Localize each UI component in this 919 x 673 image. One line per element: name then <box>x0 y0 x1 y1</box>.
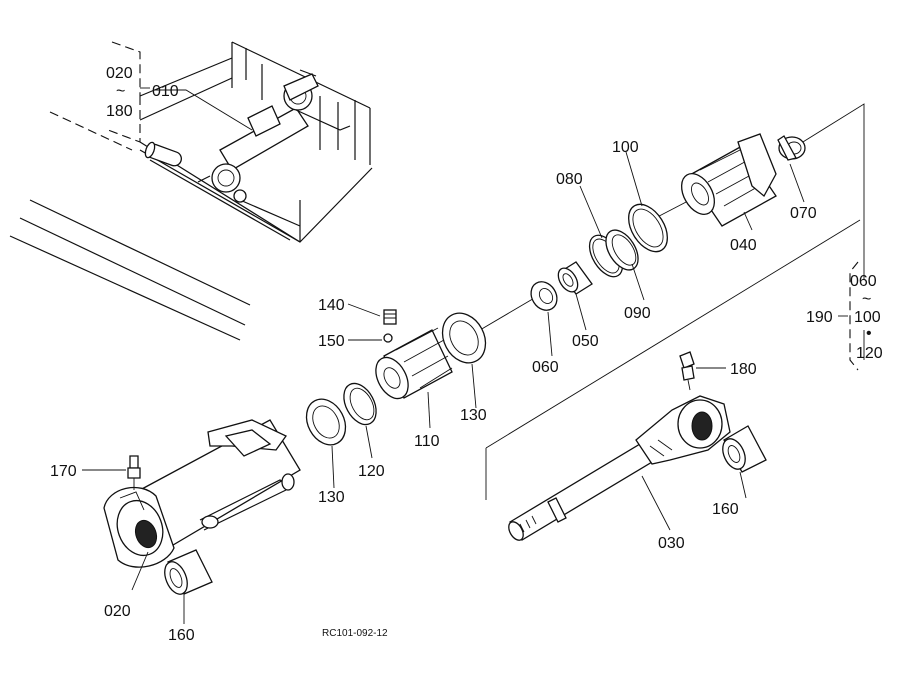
part-150-ball[interactable] <box>383 333 393 343</box>
assembly-bracket-line <box>789 103 865 360</box>
label-group-120: 120 <box>856 345 883 362</box>
label-060: 060 <box>532 359 559 376</box>
label-110: 110 <box>414 433 440 450</box>
label-030: 030 <box>658 535 685 552</box>
part-160-bushing-right[interactable] <box>718 425 767 473</box>
tractor-frame-inset <box>9 41 373 341</box>
leader-lines <box>82 87 859 624</box>
label-010: 010 <box>152 83 179 100</box>
label-group-dot: • <box>866 325 872 342</box>
label-170: 170 <box>50 463 77 480</box>
part-020-cylinder-tube[interactable] <box>103 419 301 568</box>
part-090-backup-ring[interactable] <box>599 224 644 275</box>
part-100-o-ring[interactable] <box>621 197 676 258</box>
part-130-seal-left[interactable] <box>299 392 353 451</box>
label-180-top: 180 <box>106 103 133 120</box>
label-040: 040 <box>730 237 757 254</box>
label-130-right: 130 <box>460 407 487 424</box>
label-190: 190 <box>806 309 833 326</box>
label-100: 100 <box>612 139 639 156</box>
part-170-grease-nipple[interactable] <box>127 455 141 490</box>
label-090: 090 <box>624 305 651 322</box>
part-130-seal-right[interactable] <box>434 306 494 371</box>
label-150: 150 <box>318 333 345 350</box>
label-group-100: 100 <box>854 309 881 326</box>
part-120-backup-ring[interactable] <box>337 378 382 430</box>
label-group-tilde: ~ <box>862 291 871 308</box>
label-020: 020 <box>104 603 131 620</box>
drawing-ref-code: RC101-092-12 <box>322 628 388 639</box>
part-labels: 020 ~ 180 010 100 080 070 040 090 050 06… <box>50 65 883 644</box>
label-140: 140 <box>318 297 345 314</box>
part-160-bushing-left[interactable] <box>160 549 213 598</box>
label-160-left: 160 <box>168 627 195 644</box>
label-070: 070 <box>790 205 817 222</box>
part-030-piston-rod[interactable] <box>506 395 731 543</box>
label-130-left: 130 <box>318 489 345 506</box>
label-group-060: 060 <box>850 273 877 290</box>
part-140-plug[interactable] <box>383 309 397 325</box>
label-020-top: 020 <box>106 65 133 82</box>
part-070-nut[interactable] <box>777 135 806 161</box>
part-050-bushing[interactable] <box>554 261 593 295</box>
label-tilde-top: ~ <box>116 83 125 100</box>
part-110-piston[interactable] <box>369 327 453 404</box>
label-050: 050 <box>572 333 599 350</box>
label-180: 180 <box>730 361 757 378</box>
label-120: 120 <box>358 463 385 480</box>
label-080: 080 <box>556 171 583 188</box>
label-160-right: 160 <box>712 501 739 518</box>
part-060-washer[interactable] <box>526 277 562 315</box>
part-180-grease-nipple[interactable] <box>679 351 695 391</box>
part-040-cylinder-head[interactable] <box>675 133 777 227</box>
